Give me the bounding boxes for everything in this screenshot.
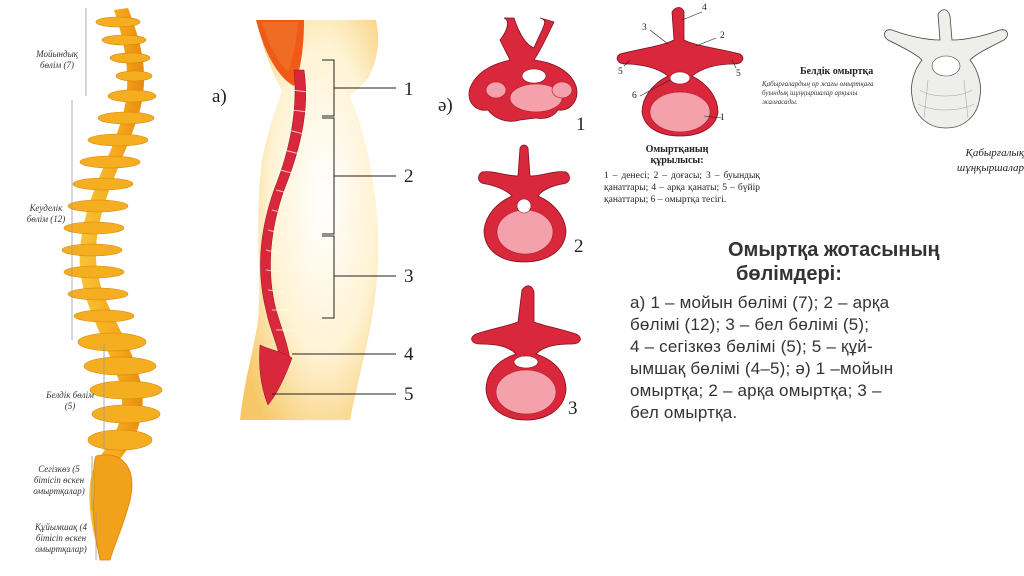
region-number-5: 5 [404,384,414,405]
vertebra-number-2: 2 [574,236,584,257]
body-profile-figure: а) 1 2 3 4 5 [200,0,430,576]
detail-number-3: 3 [642,23,647,33]
region-number-3: 3 [404,266,414,287]
region-number-4: 4 [404,344,414,365]
vertebra-number-1: 1 [576,114,586,135]
structure-caption-title: Омыртқаның құрылысы: [645,144,709,166]
region-number-1: 1 [404,79,414,100]
description-line: 4 – сегізкөз бөлімі (5); 5 – құй- [630,337,873,356]
sketch-vertebra-figure: Қабырғалық шұңқыршалар [880,0,1024,200]
lumbar-vertebra-title: Белдік омыртқа [800,66,874,77]
detail-number-1: 1 [720,113,725,123]
description-line: омыртқа; 2 – арқа омыртқа; 3 – [630,381,882,400]
rib-facets-label: Қабырғалық шұңқыршалар [956,147,1024,174]
structure-caption-text: 1 – денесі; 2 – доғасы; 3 – буындық қана… [604,171,760,205]
main-title-line2: бөлімдері: [736,263,842,285]
detail-number-6: 6 [632,91,637,101]
vertebra-structure-figure: 4 3 2 5 5 6 1 Омыртқаның құрылысы: 1 – д… [600,0,760,240]
main-description: а) 1 – мойын бөлімі (7); 2 – арқа бөлімі… [630,292,960,424]
panel-a-label: а) [212,86,227,107]
coccygeal-section-label: Құйымшақ (4 бітісіп өскен омыртқалар) [34,522,88,554]
panel-ae-label: ә) [438,95,453,116]
vertebra-number-3: 3 [568,398,578,419]
description-line: бөлімі (12); 3 – бел бөлімі (5); [630,315,870,334]
vertebra-types-illustration [468,17,581,421]
lumbar-section-label: Белдік бөлім (5) [46,390,94,411]
description-line: бел омыртқа. [630,403,738,422]
sketch-vertebra-illustration [884,9,1008,129]
cervical-section-label: Мойындық бөлім (7) [36,49,78,70]
sacral-section-label: Сегізкөз (5 бітісіп өскен омыртқалар) [33,464,85,496]
vertebra-structure-illustration [616,7,744,137]
description-line: ымшақ бөлімі (4–5); ә) 1 –мойын [630,359,894,378]
full-spine-figure: Мойындық бөлім (7) Кеуделік бөлім (12) Б… [0,0,200,576]
detail-number-5-right: 5 [736,69,741,79]
yellow-spine-illustration [61,8,163,561]
detail-number-5-left: 5 [618,67,623,77]
thoracic-section-label: Кеуделік бөлім (12) [26,203,66,224]
description-line: а) 1 – мойын бөлімі (7); 2 – арқа [630,293,890,312]
region-number-2: 2 [404,166,414,187]
lumbar-vertebra-subtitle: Қабырғалардың ор жағы омыртқаға буындық … [762,80,874,106]
body-spine-illustration [240,20,396,420]
detail-number-4: 4 [702,3,707,13]
vertebra-types-figure: ә) 1 2 3 [430,0,600,430]
detail-number-2: 2 [720,31,725,41]
main-title-line1: Омыртқа жотасының [728,239,940,261]
